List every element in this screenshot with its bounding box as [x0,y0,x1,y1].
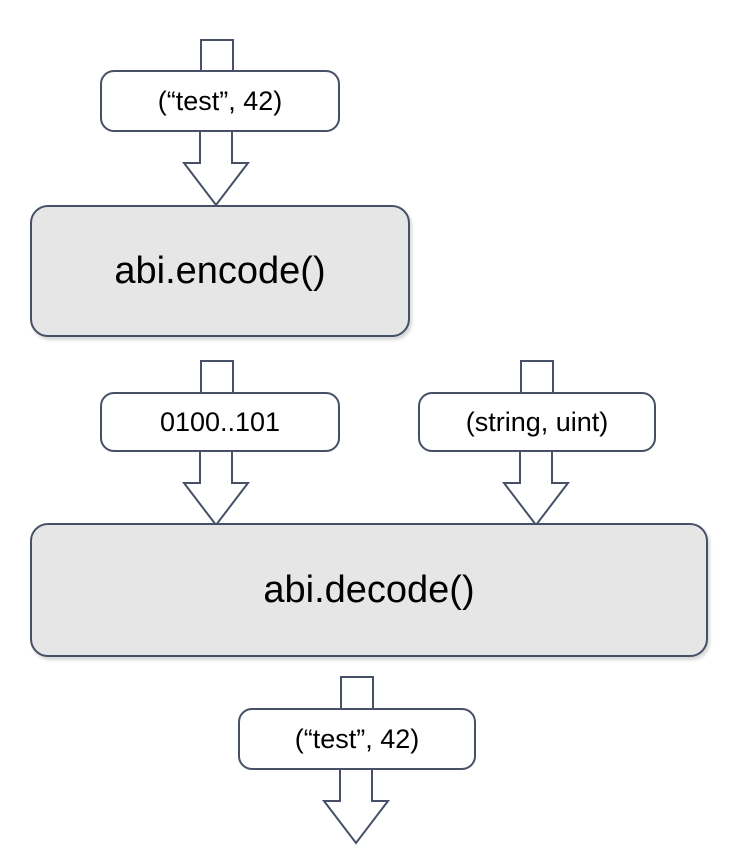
node-encoded-bytes[interactable]: 0100..101 [100,392,340,452]
arrow-input-to-encode [181,129,251,207]
node-type-tuple[interactable]: (string, uint) [418,392,656,452]
arrow-bytes-to-decode [181,449,251,527]
stub-into-encoded-bytes [200,360,234,397]
node-abi-decode[interactable]: abi.decode() [30,523,708,657]
stub-into-input-tuple [200,39,234,76]
arrow-output-down [321,767,391,845]
node-output-tuple[interactable]: (“test”, 42) [238,708,476,770]
stub-into-output-tuple [340,676,374,713]
arrow-types-to-decode [501,449,571,527]
node-input-tuple[interactable]: (“test”, 42) [100,70,340,132]
node-abi-encode[interactable]: abi.encode() [30,205,410,337]
